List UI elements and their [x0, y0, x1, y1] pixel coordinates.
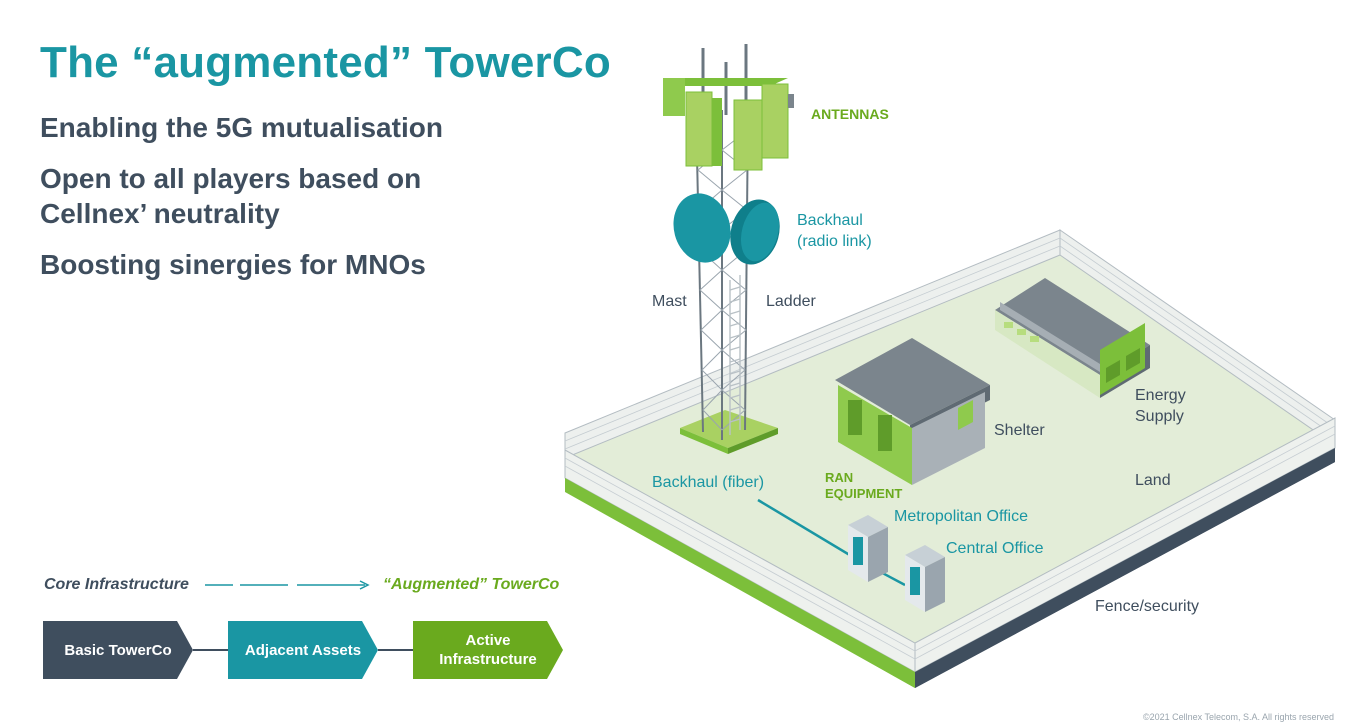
bullet-mutualisation: Enabling the 5G mutualisation — [40, 112, 443, 143]
antennas — [663, 78, 794, 171]
progression-to-label: “Augmented” TowerCo — [383, 576, 560, 593]
bullet-synergies: Boosting sinergies for MNOs — [40, 249, 426, 280]
step-active-infrastructure-label: Active Infrastructure — [439, 632, 537, 668]
tower-base — [680, 410, 778, 448]
step-active-infrastructure: Active Infrastructure — [413, 621, 563, 679]
central-office-cabinet — [905, 545, 945, 612]
label-backhaul-fiber: Backhaul (fiber) — [652, 474, 765, 491]
label-land: Land — [1135, 472, 1171, 489]
step-adjacent-assets: Adjacent Assets — [228, 621, 378, 679]
progression-arrow-line — [205, 580, 370, 590]
metropolitan-office-cabinet — [848, 515, 888, 582]
fence-front — [564, 417, 1336, 673]
label-backhaul-radio: Backhaul (radio link) — [797, 212, 872, 250]
page-title: The “augmented” TowerCo — [40, 38, 611, 87]
label-ladder: Ladder — [766, 293, 816, 310]
copyright-footer: ©2021 Cellnex Telecom, S.A. All rights r… — [1142, 712, 1334, 722]
label-ran-equipment: RAN EQUIPMENT — [825, 470, 903, 501]
bullet-neutrality: Open to all players based on Cellnex’ ne… — [40, 163, 422, 229]
label-metropolitan-office: Metropolitan Office — [894, 508, 1028, 525]
step-adjacent-assets-label: Adjacent Assets — [244, 641, 362, 659]
label-shelter: Shelter — [994, 422, 1045, 439]
label-antennas: ANTENNAS — [811, 106, 889, 122]
shelter — [835, 338, 990, 485]
radio-dishes — [673, 193, 780, 265]
energy-supply-building — [995, 278, 1150, 398]
label-mast: Mast — [652, 293, 687, 310]
step-basic-towerco-label: Basic TowerCo — [64, 641, 172, 659]
step-basic-towerco: Basic TowerCo — [43, 621, 193, 679]
progression-from-label: Core Infrastructure — [44, 576, 189, 593]
label-energy-supply: Energy Supply — [1135, 387, 1186, 425]
ladder — [729, 275, 741, 435]
label-fence: Fence/security — [1095, 598, 1200, 615]
label-central-office: Central Office — [946, 540, 1044, 557]
